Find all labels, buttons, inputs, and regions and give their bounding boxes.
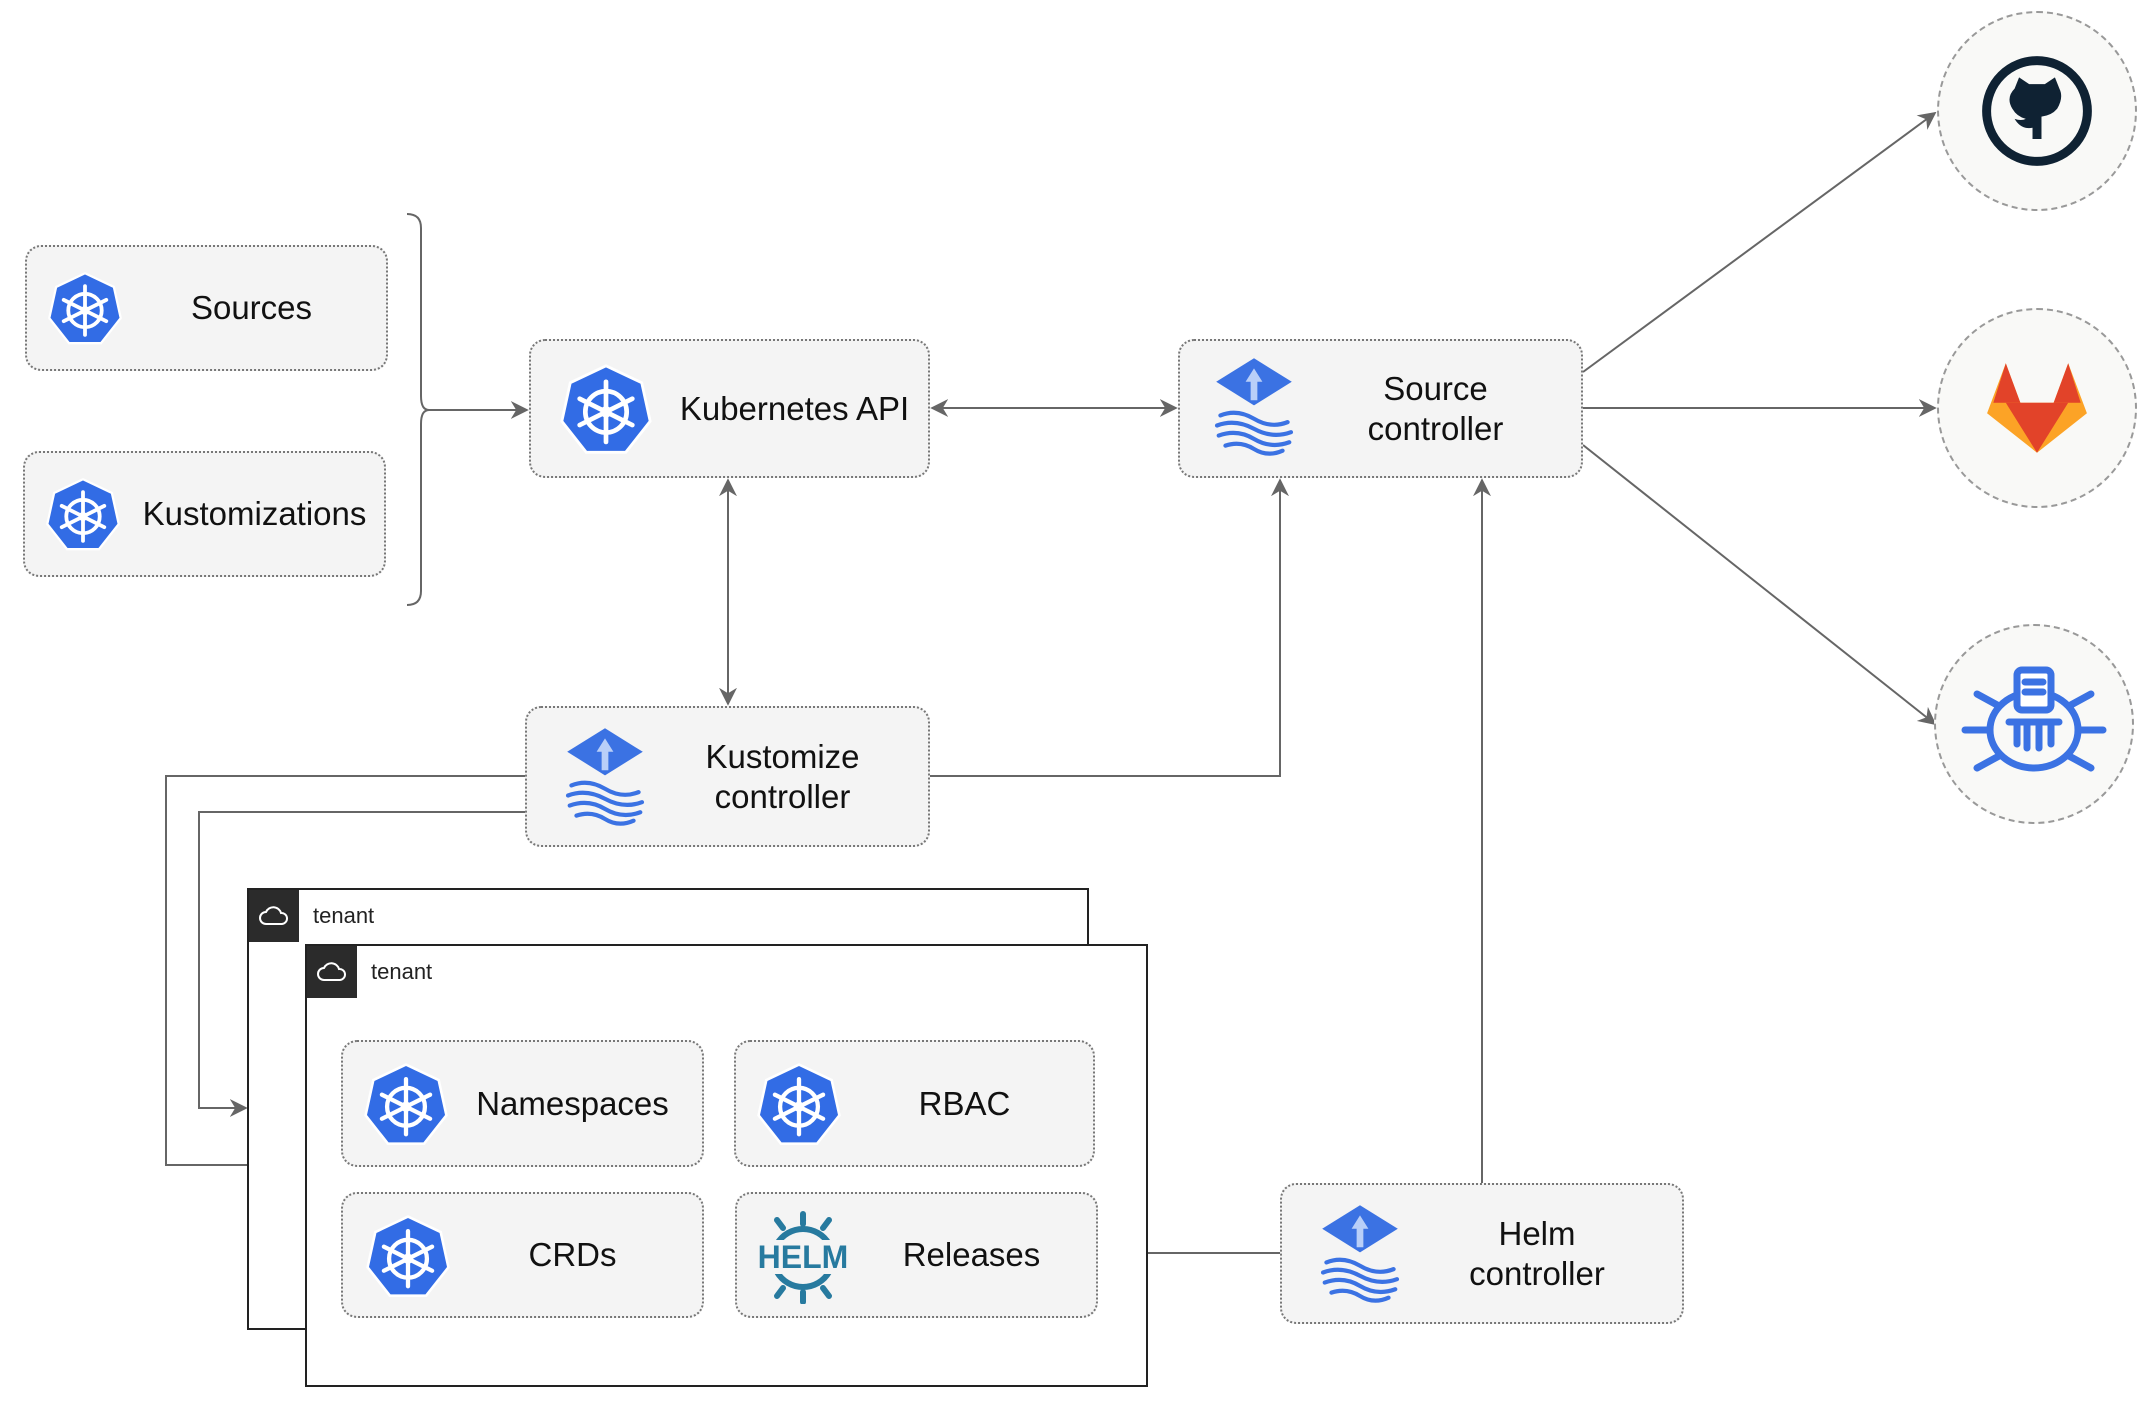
- kustomize-to-source-arrow: [930, 478, 1289, 777]
- kubernetes-api-label: Kubernetes API: [679, 389, 910, 427]
- kustomizations-label: Kustomizations: [142, 495, 367, 532]
- github-source[interactable]: [1937, 11, 2137, 211]
- tenant-label: tenant: [371, 959, 433, 984]
- kubernetes-icon: [756, 1062, 842, 1148]
- helm-controller-label-line1: Helm: [1498, 1214, 1576, 1252]
- gitlab-source[interactable]: [1937, 308, 2137, 508]
- helm-controller-box[interactable]: Helm controller: [1280, 1183, 1684, 1324]
- helm-controller-label-line2: controller: [1469, 1254, 1605, 1292]
- inputs-bracket: [406, 213, 430, 606]
- kubernetes-api-box[interactable]: Kubernetes API: [529, 339, 930, 478]
- source-to-bucket-arrow: [1582, 444, 1937, 726]
- namespaces-label: Namespaces: [476, 1084, 669, 1122]
- kustomizations-box[interactable]: Kustomizations: [23, 451, 386, 577]
- kubernetes-icon: [45, 477, 121, 553]
- helm-icon: HELM: [755, 1210, 851, 1304]
- cloud-icon: [249, 890, 299, 942]
- crds-label: CRDs: [528, 1236, 617, 1273]
- bucket-source[interactable]: [1934, 624, 2134, 824]
- releases-box[interactable]: HELM Releases: [735, 1192, 1098, 1318]
- tenant-label: tenant: [313, 903, 375, 928]
- bucket-icon: [1961, 666, 2107, 772]
- kustomize-to-tenant1-arrow: [198, 811, 525, 1117]
- crds-box[interactable]: CRDs: [341, 1192, 704, 1318]
- flux-icon: [563, 722, 647, 832]
- rbac-box[interactable]: RBAC: [734, 1040, 1095, 1167]
- sources-box[interactable]: Sources: [25, 245, 388, 371]
- kubernetes-icon: [559, 363, 653, 457]
- kubernetes-icon: [365, 1214, 451, 1300]
- flux-icon: [1318, 1199, 1402, 1309]
- kubernetes-icon: [47, 271, 123, 347]
- kustomize-controller-label-line2: controller: [714, 777, 851, 815]
- helm-logo-text: HELM: [755, 1240, 851, 1274]
- kustomize-to-tenant2-arrow: [165, 775, 525, 1174]
- source-controller-label-line2: controller: [1367, 409, 1504, 447]
- kustomize-controller-box[interactable]: Kustomize controller: [525, 706, 930, 847]
- sources-label: Sources: [190, 289, 313, 326]
- kustomize-controller-label-line1: Kustomize: [705, 737, 860, 775]
- source-controller-label-line1: Source: [1383, 369, 1488, 407]
- source-controller-box[interactable]: Source controller: [1178, 339, 1583, 478]
- github-icon: [1982, 56, 2092, 166]
- rbac-label: RBAC: [918, 1084, 1011, 1122]
- cloud-icon: [307, 946, 357, 998]
- namespaces-box[interactable]: Namespaces: [341, 1040, 704, 1167]
- gitlab-icon: [1987, 363, 2087, 453]
- kubernetes-icon: [363, 1062, 449, 1148]
- flux-icon: [1212, 355, 1296, 459]
- releases-label: Releases: [902, 1236, 1041, 1273]
- source-to-github-arrow: [1582, 111, 1937, 373]
